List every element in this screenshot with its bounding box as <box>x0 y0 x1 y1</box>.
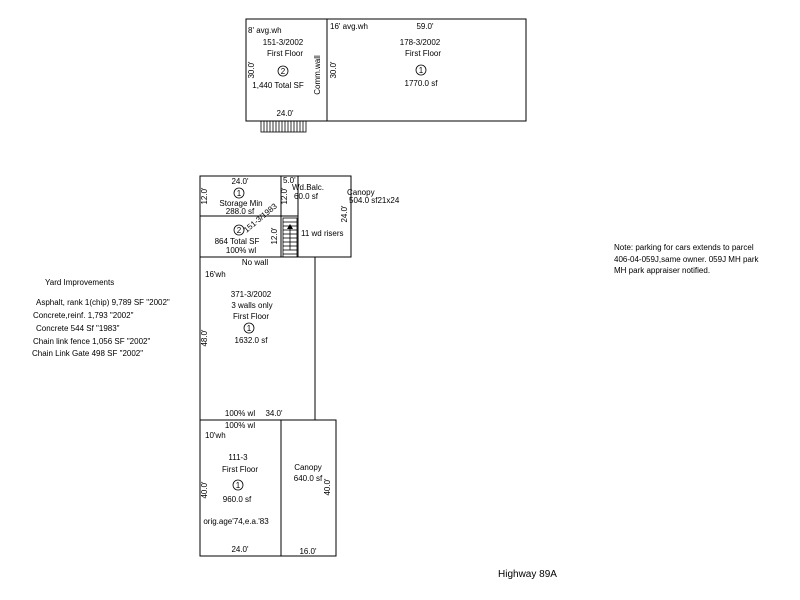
section-c2-wall: 100% wl <box>226 246 256 255</box>
section-g-outline <box>199 419 282 557</box>
section-c2-number: 2 <box>237 226 242 235</box>
section-f-wall-pct: 100% wl <box>225 409 255 418</box>
section-b-number: 1 <box>419 66 424 75</box>
section-f-top: No wall <box>242 258 268 267</box>
section-f-number-circle <box>243 322 255 334</box>
section-c2-number-circle <box>233 224 245 236</box>
section-c2-area: 864 Total SF <box>215 237 260 246</box>
section-g-wall-height: 10'wh <box>205 431 226 440</box>
yard-title: Yard Improvements <box>45 278 114 287</box>
section-d-side-dim: 12.0' <box>280 187 289 205</box>
section-f-side-dim: 48.0' <box>200 329 209 347</box>
section-d-top-dim: 5.0' <box>283 176 296 185</box>
section-c-label: Storage Min <box>219 199 262 208</box>
section-f-code: 371-3/2002 <box>231 290 272 299</box>
section-b-area: 1770.0 sf <box>405 79 439 88</box>
section-b-top-dim: 59.0' <box>416 22 434 31</box>
section-g-bottom-dim: 24.0' <box>231 545 249 554</box>
section-f-desc: 3 walls only <box>231 301 272 310</box>
highway-label: Highway 89A <box>498 569 557 580</box>
comm-wall-label: Comm.wall <box>313 55 322 95</box>
section-a-area: 1,440 Total SF <box>252 81 304 90</box>
section-a-code: 151-3/2002 <box>263 38 304 47</box>
section-g-wall-pct: 100% wl <box>225 421 255 430</box>
section-h-side-dim: 40.0' <box>323 478 332 496</box>
steel-stairs <box>260 120 307 133</box>
section-g-number: 1 <box>236 481 241 490</box>
section-g-side-dim: 40.0' <box>200 481 209 499</box>
section-h-outline <box>280 419 337 557</box>
section-b-side-dim: 30.0' <box>329 61 338 79</box>
section-a-wall-height: 8' avg.wh <box>248 26 282 35</box>
section-f-bottom-dim: 34.0' <box>265 409 283 418</box>
section-e-side-dim: 24.0' <box>340 205 349 223</box>
section-c-number-circle <box>233 187 245 199</box>
note-right-line-2: 406-04-059J,same owner. 059J MH park <box>614 255 760 264</box>
section-c-number: 1 <box>237 189 242 198</box>
yard-item-5: Chain Link Gate 498 SF "2002" <box>32 349 143 358</box>
yard-item-1: Asphalt, rank 1(chip) 9,789 SF "2002" <box>36 298 170 307</box>
section-c-top-dim: 24.0' <box>231 177 249 186</box>
section-f-floor: First Floor <box>233 312 269 321</box>
section-b-floor: First Floor <box>405 49 441 58</box>
note-right-line-3: MH park appraiser notified. <box>614 266 710 275</box>
section-a-side-dim: 30.0' <box>247 61 256 79</box>
section-a-floor: First Floor <box>267 49 303 58</box>
section-h-label: Canopy <box>294 463 322 472</box>
note-right-line-1: Note: parking for cars extends to parcel <box>614 243 754 252</box>
section-g-age: orig.age'74,e.a.'83 <box>203 517 269 526</box>
yard-item-3: Concrete 544 Sf "1983" <box>36 324 120 333</box>
section-e-label: Canopy <box>347 188 375 197</box>
section-f-area: 1632.0 sf <box>235 336 269 345</box>
section-e-area: 504.0 sf21x24 <box>349 196 400 205</box>
section-g-area: 960.0 sf <box>223 495 252 504</box>
section-c-side-dim: 12.0' <box>200 187 209 205</box>
section-d-area: 60.0 sf <box>294 192 319 201</box>
section-b-wall-height: 16' avg.wh <box>330 22 368 31</box>
section-a-number-circle <box>277 65 289 77</box>
section-a-bottom-dim: 24.0' <box>276 109 294 118</box>
section-f-wall-height: 16'wh <box>205 270 226 279</box>
section-g-number-circle <box>232 479 244 491</box>
section-f-number: 1 <box>247 324 252 333</box>
section-e-outline <box>297 175 352 258</box>
yard-item-4: Chain link fence 1,056 SF "2002" <box>33 337 150 346</box>
section-g-floor: First Floor <box>222 465 258 474</box>
wood-risers-label: 11 wd risers <box>301 229 344 238</box>
section-c-area: 288.0 sf <box>226 207 255 216</box>
steel-stairs-treads <box>263 121 304 132</box>
section-b-number-circle <box>415 64 427 76</box>
section-g-code: 111-3 <box>228 453 248 462</box>
section-a-number: 2 <box>281 67 286 76</box>
section-d-label: Wd.Balc. <box>292 183 324 192</box>
yard-item-2: Concrete,reinf. 1,793 "2002" <box>33 311 134 320</box>
stairs-arrow-head <box>287 224 293 229</box>
section-h-area: 640.0 sf <box>294 474 323 483</box>
section-b-code: 178-3/2002 <box>400 38 441 47</box>
section-c2-side-dim: 12.0' <box>270 227 279 245</box>
section-h-bottom-dim: 16.0' <box>299 547 317 556</box>
section-b-outline <box>326 18 527 122</box>
